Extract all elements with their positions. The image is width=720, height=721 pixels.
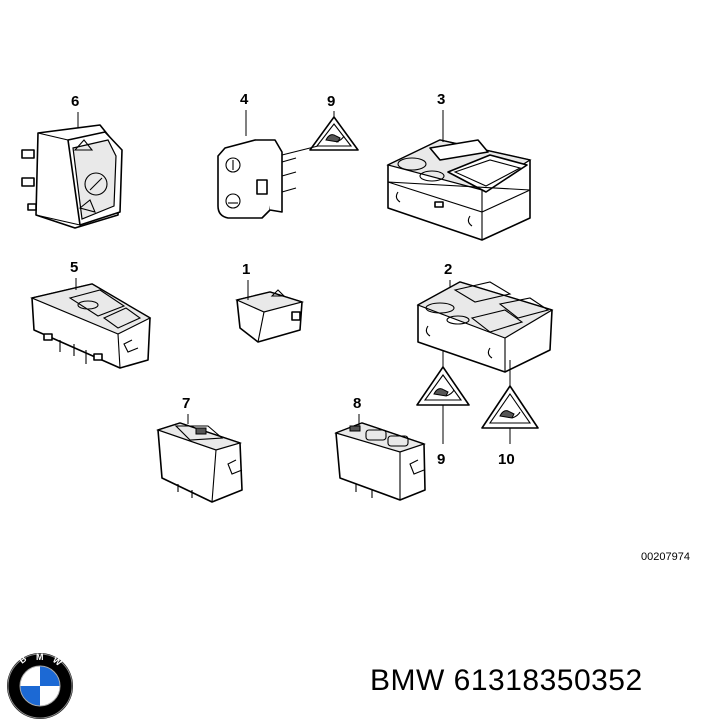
bmw-logo: B M W bbox=[7, 652, 73, 719]
part-7-switch-box bbox=[156, 422, 243, 503]
part-2-switch-block bbox=[416, 281, 554, 373]
part-4-switch bbox=[217, 139, 297, 219]
part-10-triangle bbox=[481, 385, 539, 429]
part-9-triangle-bottom bbox=[416, 366, 470, 406]
part-6-rocker-switch bbox=[21, 124, 123, 229]
callout-4: 4 bbox=[240, 91, 249, 108]
part-8-switch-box bbox=[334, 422, 426, 501]
callout-9-top: 9 bbox=[327, 93, 335, 110]
callout-9-bottom: 9 bbox=[437, 451, 445, 468]
callout-3: 3 bbox=[437, 91, 445, 108]
callout-6: 6 bbox=[71, 93, 79, 110]
svg-text:M: M bbox=[36, 652, 44, 662]
diagram-code: 00207974 bbox=[641, 551, 690, 563]
callout-7: 7 bbox=[182, 395, 190, 412]
callout-1: 1 bbox=[242, 261, 250, 278]
callout-5: 5 bbox=[70, 259, 78, 276]
callout-10: 10 bbox=[498, 451, 515, 468]
part-5-wide-switch bbox=[30, 283, 152, 369]
part-9-triangle-top bbox=[309, 116, 359, 151]
part-3-switch-block bbox=[386, 139, 532, 241]
callout-8: 8 bbox=[353, 395, 361, 412]
part-1-hazard-switch bbox=[235, 289, 305, 343]
svg-text:B: B bbox=[17, 653, 29, 665]
part-number: BMW 61318350352 bbox=[370, 664, 643, 697]
callout-2: 2 bbox=[444, 261, 452, 278]
